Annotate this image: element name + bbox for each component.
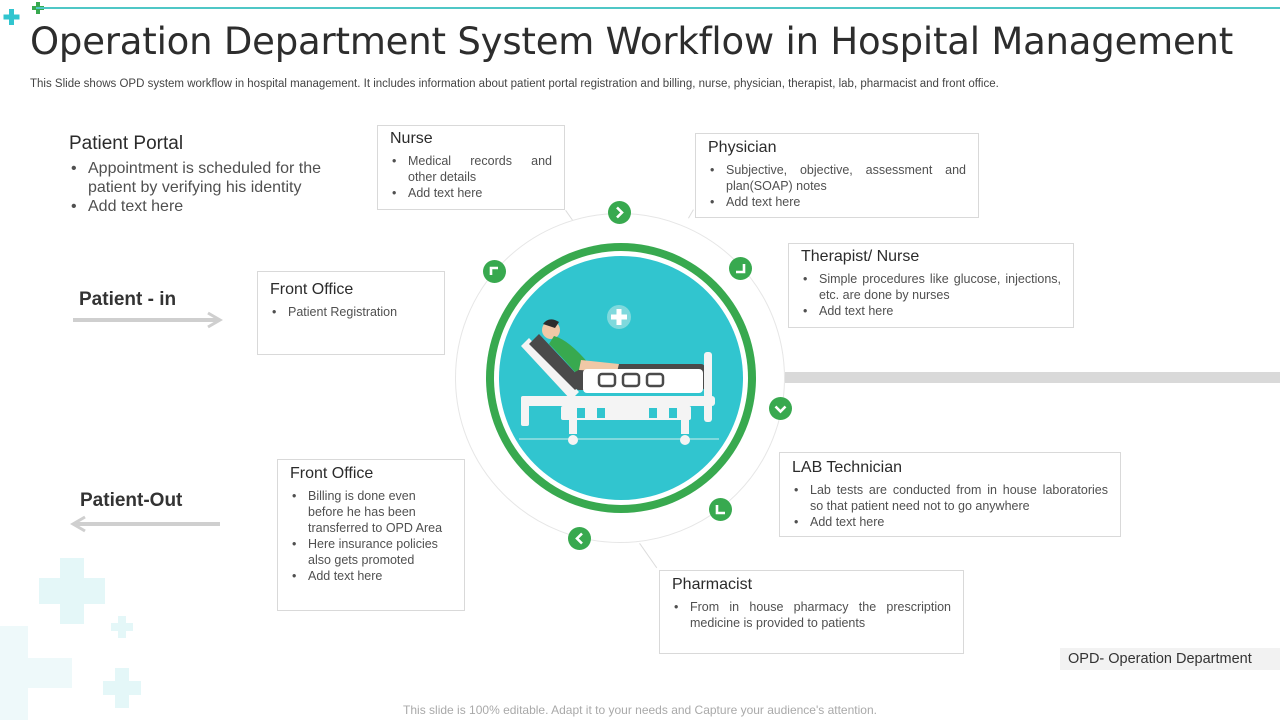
patient-bed-icon: [519, 305, 719, 445]
front-office-in-bullet: Patient Registration: [270, 304, 432, 320]
front-office-out-box: Front Office Billing is done even before…: [277, 459, 465, 611]
physician-heading: Physician: [708, 139, 777, 156]
arrow-down-icon: [769, 397, 792, 420]
front-office-out-bullet: Here insurance policies also gets promot…: [290, 536, 452, 568]
footer-note: This slide is 100% editable. Adapt it to…: [403, 703, 877, 717]
gray-band: [785, 372, 1280, 383]
front-office-in-box: Front Office Patient Registration: [257, 271, 445, 355]
page-title: Operation Department System Workflow in …: [30, 20, 1234, 63]
nurse-heading: Nurse: [390, 130, 433, 147]
physician-box: Physician Subjective, objective, assessm…: [695, 133, 979, 218]
arrow-right-icon: [73, 311, 223, 329]
therapist-bullet: Add text here: [801, 303, 1061, 319]
therapist-box: Therapist/ Nurse Simple procedures like …: [788, 243, 1074, 328]
patient-in-label: Patient - in: [79, 289, 177, 310]
opd-legend: OPD- Operation Department: [1060, 648, 1280, 670]
patient-portal: Patient Portal Appointment is scheduled …: [69, 133, 339, 216]
page-subtitle: This Slide shows OPD system workflow in …: [30, 78, 999, 90]
arrow-down-right-icon: [729, 257, 752, 280]
arrow-right-icon: [608, 201, 631, 224]
lab-technician-box: LAB Technician Lab tests are conducted f…: [779, 452, 1121, 537]
lab-bullet: Lab tests are conducted from in house la…: [792, 482, 1108, 514]
front-office-out-bullet: Add text here: [290, 568, 452, 584]
connector-line: [688, 209, 694, 219]
therapist-heading: Therapist/ Nurse: [801, 248, 920, 265]
connector-line: [639, 543, 658, 569]
center-circle: [499, 256, 743, 500]
front-office-out-bullet: Billing is done even before he has been …: [290, 488, 452, 536]
front-office-out-heading: Front Office: [290, 465, 374, 482]
arrow-left-icon: [70, 515, 220, 533]
pharmacist-bullet: From in house pharmacy the prescription …: [672, 599, 951, 631]
pharmacist-heading: Pharmacist: [672, 576, 753, 593]
lab-heading: LAB Technician: [792, 459, 902, 476]
nurse-bullet: Add text here: [390, 185, 552, 201]
patient-portal-heading: Patient Portal: [69, 133, 184, 154]
physician-bullet: Add text here: [708, 194, 966, 210]
connector-line: [565, 210, 573, 221]
nurse-bullet: Medical records and other details: [390, 153, 552, 185]
arrow-up-left-icon: [483, 260, 506, 283]
patient-out-label: Patient-Out: [80, 490, 183, 511]
arrow-left-icon: [568, 527, 591, 550]
front-office-in-heading: Front Office: [270, 281, 354, 298]
arrow-down-left-icon: [709, 498, 732, 521]
top-accent-line: [36, 7, 1280, 9]
nurse-box: Nurse Medical records and other details …: [377, 125, 565, 210]
patient-portal-bullet: Add text here: [69, 197, 339, 216]
pharmacist-box: Pharmacist From in house pharmacy the pr…: [659, 570, 964, 654]
patient-portal-bullet: Appointment is scheduled for the patient…: [69, 159, 339, 197]
therapist-bullet: Simple procedures like glucose, injectio…: [801, 271, 1061, 303]
physician-bullet: Subjective, objective, assessment and pl…: [708, 162, 966, 194]
decorative-plus-icon: [0, 558, 141, 720]
lab-bullet: Add text here: [792, 514, 1108, 530]
